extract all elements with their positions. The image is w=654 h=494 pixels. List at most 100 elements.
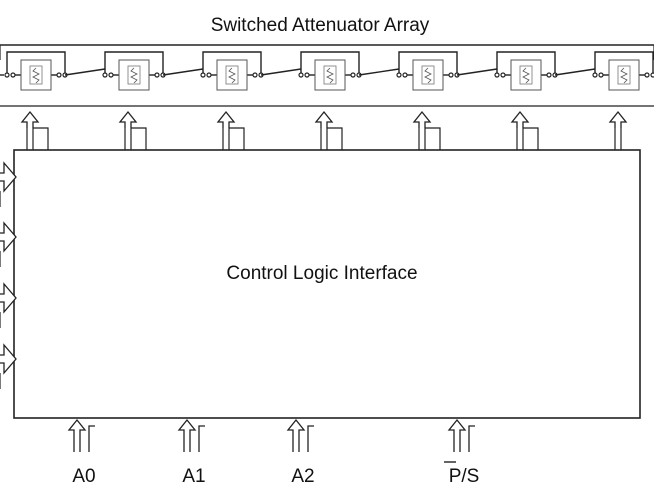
control-wire	[327, 127, 343, 150]
bypass-path	[300, 51, 360, 75]
switch-contact	[102, 72, 108, 78]
input-label: A0	[72, 466, 95, 487]
switch-contact	[592, 72, 598, 78]
switch-blade	[260, 68, 302, 76]
attenuator-box	[314, 59, 346, 91]
control-line	[216, 110, 245, 150]
resistor-icon	[323, 65, 337, 85]
input-pin: P/S	[444, 418, 479, 487]
control-line	[20, 110, 49, 150]
switch-contact	[56, 72, 62, 78]
output-arrow-right-icon	[0, 161, 17, 193]
switch-contact	[252, 72, 258, 78]
control-wire	[425, 127, 441, 150]
output-arrow-right-icon	[0, 343, 17, 375]
control-arrow-up-icon	[412, 110, 432, 128]
control-arrow-up-icon	[314, 110, 334, 128]
switch-contact	[154, 72, 160, 78]
attenuator-stage	[102, 51, 204, 91]
resistor-zigzag-icon	[620, 67, 628, 84]
resistor-zigzag-icon	[326, 67, 334, 84]
control-wire	[33, 127, 49, 150]
bypass-path	[6, 51, 66, 75]
control-logic-label: Control Logic Interface	[226, 263, 417, 284]
switch-contact	[200, 72, 206, 78]
resistor-icon	[29, 65, 43, 85]
switch-contact	[402, 72, 408, 78]
left-outputs	[0, 161, 17, 389]
resistor-icon	[617, 65, 631, 85]
input-return-wire	[468, 425, 475, 452]
input-arrow-up-icon	[67, 418, 87, 452]
input-return-wire	[88, 425, 95, 452]
switch-contact	[598, 72, 604, 78]
switch-blade	[64, 68, 106, 76]
switch-contact	[298, 72, 304, 78]
control-logic-block	[13, 149, 641, 419]
switch-contact	[500, 72, 506, 78]
attenuator-stage	[298, 51, 400, 91]
control-line	[510, 110, 539, 150]
switch-contact	[350, 72, 356, 78]
attenuator-stage	[396, 51, 498, 91]
input-arrow-up-icon	[286, 418, 306, 452]
resistor-zigzag-icon	[130, 67, 138, 84]
control-arrow-up-icon	[20, 110, 40, 128]
switch-blade	[554, 68, 596, 76]
resistor-icon	[225, 65, 239, 85]
attenuator-array	[0, 44, 654, 107]
attenuator-stage	[4, 51, 106, 91]
control-arrow-up-icon	[118, 110, 138, 128]
attenuator-box	[608, 59, 640, 91]
output-arrow-right-icon	[0, 221, 17, 253]
diagram-title: Switched Attenuator Array	[211, 15, 430, 36]
control-arrow-up-icon	[510, 110, 530, 128]
control-line	[314, 110, 343, 150]
switch-contact	[108, 72, 114, 78]
control-wire	[131, 127, 147, 150]
switch-contact	[304, 72, 310, 78]
bypass-path	[594, 51, 654, 75]
input-label: A1	[182, 466, 205, 487]
switch-contact	[546, 72, 552, 78]
switch-contact	[494, 72, 500, 78]
switch-blade	[162, 68, 204, 76]
resistor-zigzag-icon	[228, 67, 236, 84]
bypass-path	[496, 51, 556, 75]
control-wire	[523, 127, 539, 150]
input-pin: A0	[67, 418, 96, 487]
switch-blade	[456, 68, 498, 76]
bypass-path	[398, 51, 458, 75]
input-pin: A1	[177, 418, 206, 487]
attenuator-box	[118, 59, 150, 91]
attenuator-stage	[592, 51, 654, 91]
control-arrow-up-icon	[216, 110, 236, 128]
input-pin: A2	[286, 418, 315, 487]
resistor-icon	[421, 65, 435, 85]
resistor-zigzag-icon	[522, 67, 530, 84]
input-arrow-up-icon	[177, 418, 197, 452]
control-arrow-up-icon	[608, 110, 628, 128]
bypass-path	[104, 51, 164, 75]
input-arrow-up-icon	[447, 418, 467, 452]
switch-contact	[650, 72, 654, 78]
control-wire	[229, 127, 245, 150]
switch-contact	[10, 72, 16, 78]
switch-contact	[206, 72, 212, 78]
attenuator-box	[510, 59, 542, 91]
attenuator-box	[412, 59, 444, 91]
input-pins: A0 A1 A2 P/S	[67, 418, 479, 487]
input-label: A2	[291, 466, 314, 487]
switch-contact	[4, 72, 10, 78]
control-lines	[20, 110, 628, 150]
input-return-wire	[307, 425, 314, 452]
resistor-icon	[127, 65, 141, 85]
attenuator-box	[20, 59, 52, 91]
input-return-wire	[198, 425, 205, 452]
resistor-icon	[519, 65, 533, 85]
bypass-path	[202, 51, 262, 75]
control-line	[608, 110, 628, 150]
switch-contact	[644, 72, 650, 78]
attenuator-stage	[200, 51, 302, 91]
